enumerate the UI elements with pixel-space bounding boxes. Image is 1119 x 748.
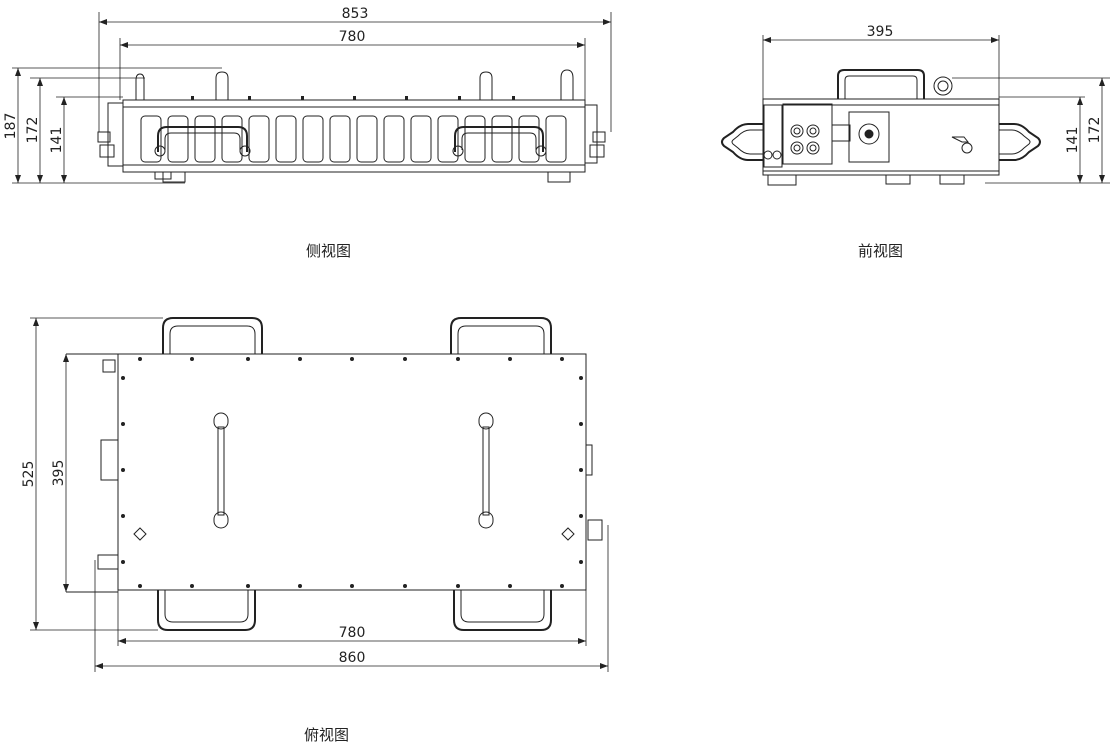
front-view-caption: 前视图: [858, 242, 904, 260]
dim-172-side: 172: [25, 117, 41, 144]
dim-780-side: 780: [339, 29, 366, 45]
dim-187: 187: [3, 113, 19, 140]
front-view: [721, 69, 1041, 186]
top-view-caption: 俯视图: [304, 726, 350, 744]
dim-395-top: 395: [51, 460, 67, 487]
dimension-labels: 853 780 187 172 141 395 141 172 525 395 …: [3, 6, 1103, 666]
vent-slots: [140, 115, 567, 163]
dim-141-side: 141: [49, 127, 65, 154]
dim-525: 525: [21, 461, 37, 488]
side-view-caption: 侧视图: [306, 242, 352, 260]
dim-853: 853: [342, 6, 369, 22]
front-dimension-lines: [762, 35, 1110, 184]
side-view: [97, 69, 606, 183]
top-view: [66, 317, 603, 631]
side-dimension-lines: [12, 12, 612, 184]
dim-780-top: 780: [339, 625, 366, 641]
dim-395-front: 395: [867, 24, 894, 40]
dim-860: 860: [339, 650, 366, 666]
dim-172-front: 172: [1087, 117, 1103, 144]
bolts: [121, 357, 583, 588]
top-dimension-lines: [30, 317, 609, 672]
dim-141-front: 141: [1065, 127, 1081, 154]
